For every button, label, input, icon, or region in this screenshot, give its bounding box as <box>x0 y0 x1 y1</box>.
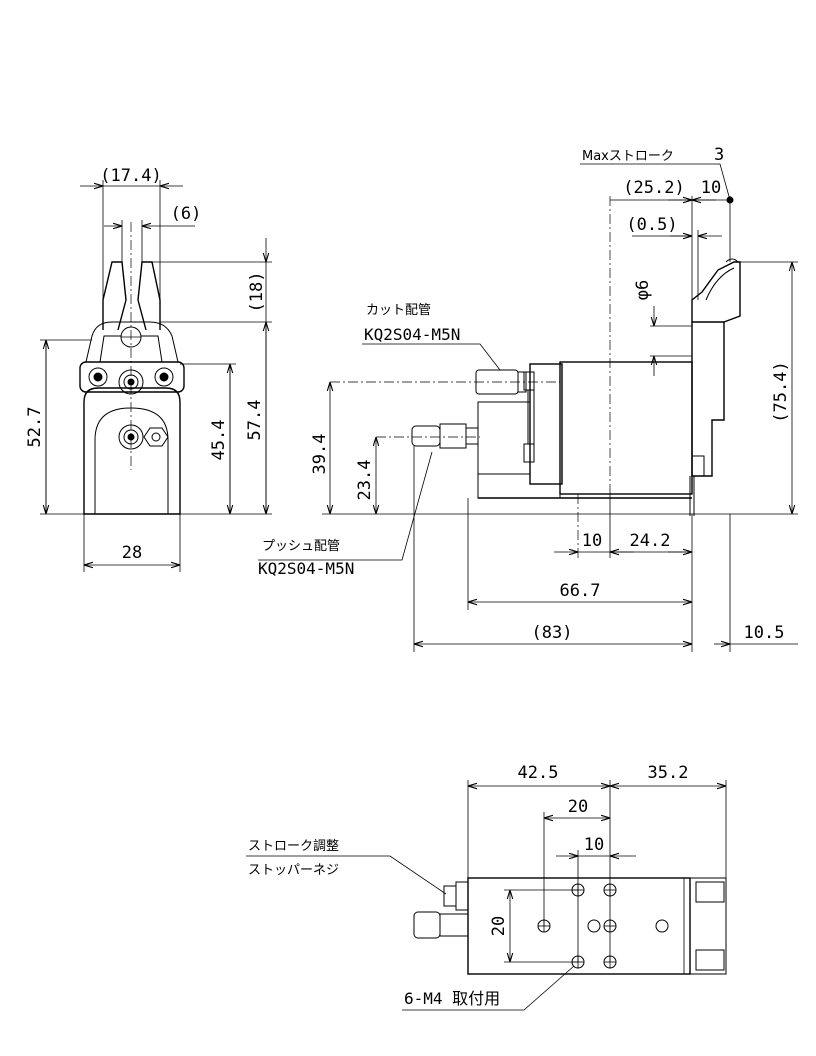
side-view: (25.2) 10 Maxストローク 3 (0.5) φ6 (75.4) カット… <box>258 145 798 652</box>
mount-label: 6-M4 取付用 <box>404 989 500 1008</box>
push-cylinder-base <box>477 474 561 499</box>
dim-0-5: (0.5) <box>626 215 677 235</box>
front-body <box>83 387 181 515</box>
dim-24-2: 24.2 <box>630 531 671 551</box>
front-view: (17.4) (6) (18) 52.7 45.4 57.4 28 <box>25 166 272 572</box>
bottom-head <box>689 877 727 975</box>
push-port-fitting-side <box>411 425 441 447</box>
stopper-nut <box>143 427 169 447</box>
dim-83: (83) <box>532 623 573 643</box>
front-flange <box>79 361 185 393</box>
dim-35-2: 35.2 <box>648 763 689 783</box>
max-stroke-label: Maxストローク <box>582 149 674 164</box>
blade-arm <box>691 261 741 323</box>
stopper-screw <box>443 885 457 907</box>
dim-10-5: 10.5 <box>744 623 785 643</box>
flange-bolt-right <box>154 367 174 387</box>
dim-10-side: 10 <box>582 531 602 551</box>
jaw-head <box>691 321 725 477</box>
push-port-label: プッシュ配管 <box>262 539 340 554</box>
dim-20-horizontal: 20 <box>568 797 588 817</box>
front-body-inner <box>94 407 169 514</box>
max-stroke-value: 3 <box>714 145 724 165</box>
right-jaw <box>137 261 161 331</box>
flange-bolt-left <box>88 367 108 387</box>
left-jaw <box>102 261 127 331</box>
mounting-holes <box>537 883 669 969</box>
dim-75-4: (75.4) <box>771 361 791 422</box>
dim-42-5: 42.5 <box>518 763 559 783</box>
stopper-label-1: ストローク調整 <box>248 839 339 854</box>
dim-20-vertical: 20 <box>489 916 509 936</box>
dim-18: (18) <box>247 272 267 313</box>
bottom-view: 42.5 35.2 20 10 20 ストローク調整 ストッパーネジ 6-M4 … <box>246 763 727 1011</box>
dim-10-jaw: 10 <box>701 178 721 198</box>
dim-52-7: 52.7 <box>25 407 45 448</box>
bottom-push-fitting <box>413 911 441 939</box>
dim-25-2: (25.2) <box>623 178 684 198</box>
cut-port-part: KQ2S04-M5N <box>364 325 460 344</box>
dim-45-4: 45.4 <box>209 420 229 461</box>
dim-phi-6: φ6 <box>633 280 653 300</box>
dim-66-7: 66.7 <box>560 581 601 601</box>
dim-57-4: 57.4 <box>245 400 265 441</box>
push-cylinder <box>477 401 531 475</box>
dim-17-4: (17.4) <box>100 166 161 186</box>
push-port-part: KQ2S04-M5N <box>258 559 354 578</box>
dim-28: 28 <box>122 543 142 563</box>
cut-port-label: カット配管 <box>366 303 431 318</box>
side-body <box>559 361 693 495</box>
dim-23-4: 23.4 <box>355 460 375 501</box>
dim-39-4: 39.4 <box>310 434 330 475</box>
stopper-label-2: ストッパーネジ <box>248 863 339 878</box>
dim-10-horizontal: 10 <box>584 835 604 855</box>
dim-6: (6) <box>171 204 202 224</box>
